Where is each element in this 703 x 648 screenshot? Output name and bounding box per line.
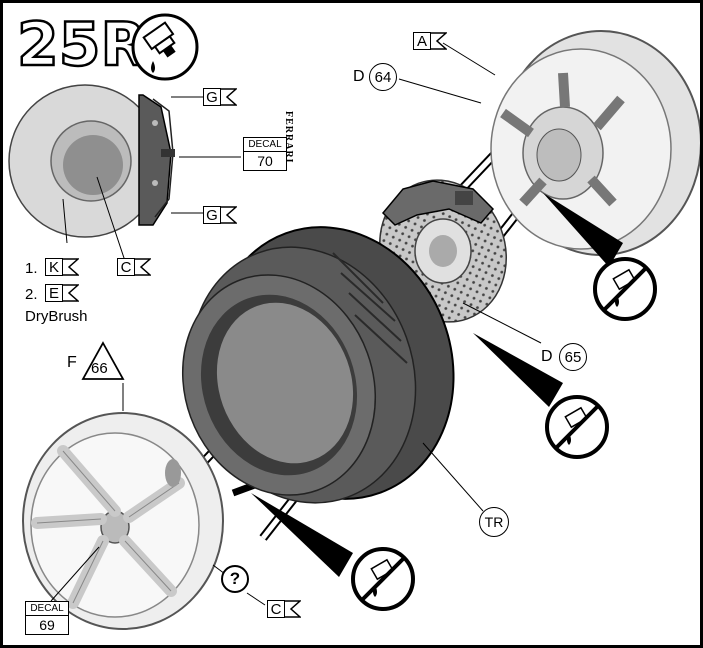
flag-g-bottom: G: [203, 205, 237, 225]
flag-c-bottom-label: C: [267, 600, 285, 618]
flag-tail-icon: [221, 88, 237, 106]
tire-part-label: TR: [484, 514, 504, 530]
flag-tail-icon: [431, 32, 447, 50]
flag-c-bottom: C: [267, 599, 301, 619]
flag-a-label: A: [413, 32, 431, 50]
flag-k-label: K: [45, 258, 63, 276]
decal-69-label: DECAL: [26, 602, 68, 616]
part-64-number: 64: [374, 68, 392, 86]
part-64-circle: 64: [369, 63, 397, 91]
flag-g-top-label: G: [203, 88, 221, 106]
flag-tail-icon: [63, 258, 79, 276]
decal-70-label: DECAL: [244, 138, 286, 152]
flag-g-top: G: [203, 87, 237, 107]
flag-a: A: [413, 31, 447, 51]
part-66-number: 66: [91, 360, 108, 377]
decal-70: DECAL 70: [243, 137, 287, 171]
step-number-graphic: 25R: [16, 9, 148, 82]
d64-prefix: D: [353, 68, 365, 85]
tire: [181, 226, 455, 504]
step-1-prefix: 1.: [25, 260, 38, 277]
tire-part-circle: TR: [479, 507, 509, 537]
flag-tail-icon: [221, 206, 237, 224]
front-rim: [22, 412, 224, 630]
no-glue-icon-bottom: [251, 493, 415, 611]
flag-e-label: E: [45, 284, 63, 302]
no-glue-icon-middle: [473, 333, 609, 459]
flag-k: K: [45, 257, 79, 277]
part-65-number: 65: [564, 348, 582, 366]
flag-e: E: [45, 283, 79, 303]
flag-tail-icon: [135, 258, 151, 276]
decal-70-number: 70: [257, 153, 273, 169]
ferrari-logo-text: FERRARI: [283, 111, 294, 164]
question-mark-icon: ?: [221, 565, 249, 593]
flag-g-bottom-label: G: [203, 206, 221, 224]
ferrari-logo: FERRARI: [283, 111, 294, 164]
step-number-text: 25R: [17, 10, 147, 80]
brake-disc-detail: [8, 84, 241, 262]
part-66-triangle-icon: [81, 341, 125, 380]
decal-69-number: 69: [39, 617, 55, 633]
flag-c-inner: C: [117, 257, 151, 277]
f66-prefix: F: [67, 354, 77, 371]
flag-c-inner-label: C: [117, 258, 135, 276]
step-2-prefix: 2.: [25, 286, 38, 303]
question-mark-text: ?: [229, 569, 241, 588]
rear-rim: [490, 30, 700, 256]
decal-69: DECAL 69: [25, 601, 69, 635]
flag-tail-icon: [285, 600, 301, 618]
flag-tail-icon: [63, 284, 79, 302]
part-65-circle: 65: [559, 343, 587, 371]
drybrush-label: DryBrush: [25, 308, 88, 325]
d65-prefix: D: [541, 348, 553, 365]
assembly-diagram: 25R: [8, 9, 700, 630]
no-glue-icon-top: [543, 193, 657, 321]
glue-tube-icon: [131, 13, 199, 81]
